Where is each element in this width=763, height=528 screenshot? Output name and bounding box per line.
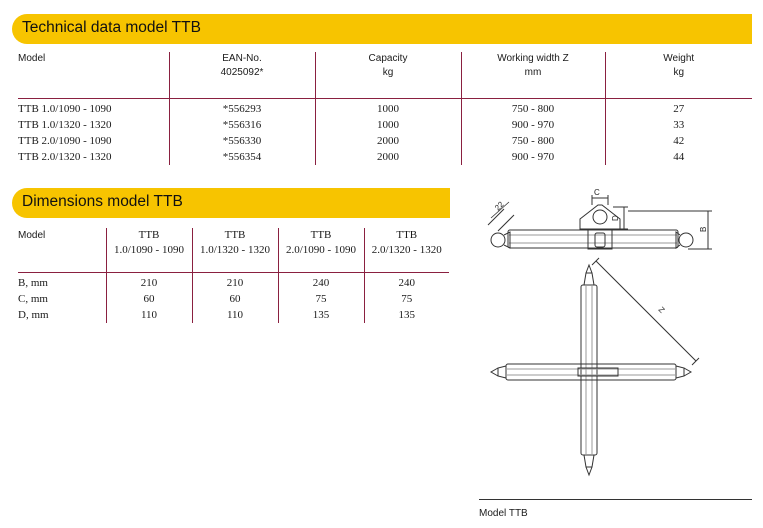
- label-b: B: [699, 227, 708, 232]
- tech-cell-width: 750 - 800: [460, 98, 605, 117]
- tech-cell-weight: 33: [604, 117, 752, 133]
- dimensions-cell: 60: [105, 291, 192, 307]
- label-22: 22: [493, 199, 506, 212]
- top-view-cross: [489, 257, 700, 477]
- dimensions-cell: 210: [191, 272, 278, 291]
- technical-drawing: C D B 22 Z: [487, 188, 712, 477]
- table-row: TTB 1.0/1090 - 1090 *556293 1000 750 - 8…: [18, 98, 752, 117]
- table-row: TTB 2.0/1090 - 1090 *556330 2000 750 - 8…: [18, 133, 752, 149]
- dimensions-cell: 110: [191, 307, 278, 323]
- dimensions-row-label: D, mm: [18, 309, 49, 321]
- dimensions-cell: 135: [363, 307, 449, 323]
- dimensions-cell: 240: [277, 272, 364, 291]
- caption-rule: [479, 499, 752, 500]
- drawing-caption: Model TTB: [479, 508, 528, 519]
- dimensions-cell: 210: [105, 272, 192, 291]
- dimensions-header-model: Model: [18, 228, 106, 273]
- tech-data-title: Technical data model TTB: [22, 19, 201, 36]
- tech-cell-capacity: 1000: [314, 98, 461, 117]
- tech-cell-width: 900 - 970: [460, 117, 605, 133]
- tech-cell-model: TTB 2.0/1090 - 1090: [18, 135, 112, 147]
- tech-cell-ean: *556354: [168, 149, 315, 165]
- label-d: D: [611, 215, 620, 221]
- tech-cell-ean: *556293: [168, 98, 315, 117]
- tech-header-model: Model: [18, 52, 169, 99]
- dimensions-cell: 240: [363, 272, 449, 291]
- dimensions-cell: 60: [191, 291, 278, 307]
- tech-cell-weight: 42: [604, 133, 752, 149]
- tech-cell-ean: *556316: [168, 117, 315, 133]
- table-row: D, mm 110 110 135 135: [18, 307, 449, 323]
- tech-cell-weight: 27: [604, 98, 752, 117]
- dimensions-cell: 75: [277, 291, 364, 307]
- tech-cell-weight: 44: [604, 149, 752, 165]
- label-z: Z: [657, 305, 667, 315]
- label-c: C: [594, 188, 600, 197]
- tech-header-ean: EAN-No.4025092*: [168, 52, 315, 99]
- dimensions-row-label: C, mm: [18, 293, 48, 305]
- dimensions-title: Dimensions model TTB: [22, 193, 183, 210]
- table-row: B, mm 210 210 240 240: [18, 272, 449, 291]
- tech-cell-capacity: 2000: [314, 149, 461, 165]
- tech-cell-ean: *556330: [168, 133, 315, 149]
- tech-cell-width: 750 - 800: [460, 133, 605, 149]
- tech-data-banner: Technical data model TTB: [12, 14, 752, 44]
- side-view-beam: [487, 195, 712, 250]
- dimensions-row-label: B, mm: [18, 277, 48, 289]
- tech-cell-width: 900 - 970: [460, 149, 605, 165]
- dimensions-cell: 135: [277, 307, 364, 323]
- dimensions-banner: Dimensions model TTB: [12, 188, 450, 218]
- table-row: C, mm 60 60 75 75: [18, 291, 449, 307]
- tech-cell-model: TTB 2.0/1320 - 1320: [18, 151, 112, 163]
- table-row: TTB 2.0/1320 - 1320 *556354 2000 900 - 9…: [18, 149, 752, 165]
- tech-cell-capacity: 1000: [314, 117, 461, 133]
- table-row: TTB 1.0/1320 - 1320 *556316 1000 900 - 9…: [18, 117, 752, 133]
- dimensions-cell: 75: [363, 291, 449, 307]
- tech-cell-capacity: 2000: [314, 133, 461, 149]
- tech-cell-model: TTB 1.0/1090 - 1090: [18, 103, 112, 115]
- dimensions-cell: 110: [105, 307, 192, 323]
- tech-cell-model: TTB 1.0/1320 - 1320: [18, 119, 112, 131]
